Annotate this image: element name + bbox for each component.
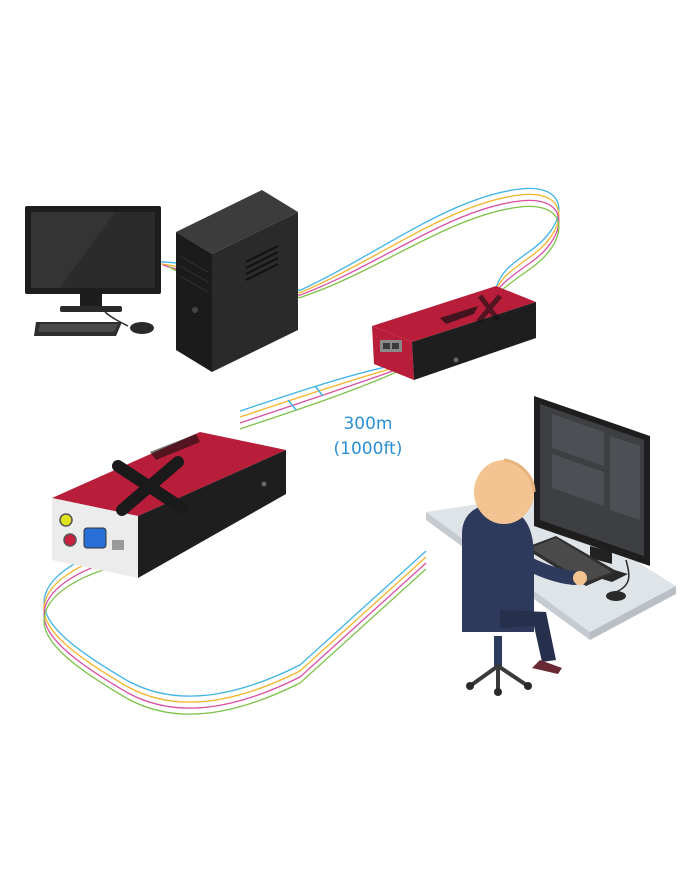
office-chair-icon [466,636,532,696]
cable-strand [239,364,405,418]
keyboard-icon [524,536,618,586]
monitor-icon [25,206,161,312]
mouse-icon [606,559,630,601]
pc-tower-icon [176,190,298,372]
cable-strand [239,368,405,430]
transmitter-icon [372,286,536,380]
cable-strand [43,564,427,715]
cable-strand [239,366,405,424]
cable-break-marks [287,385,324,411]
distance-metric-label: 300m [343,414,393,434]
mouse-icon [104,311,154,334]
cable-strand [43,558,427,709]
cable-strand [43,552,427,703]
cable-strand [43,546,427,697]
keyboard-icon [34,322,122,336]
distance-imperial-label: (1000ft) [333,439,403,459]
cable-strand [239,362,405,412]
user-icon [462,458,587,674]
receiver-icon [52,432,286,578]
